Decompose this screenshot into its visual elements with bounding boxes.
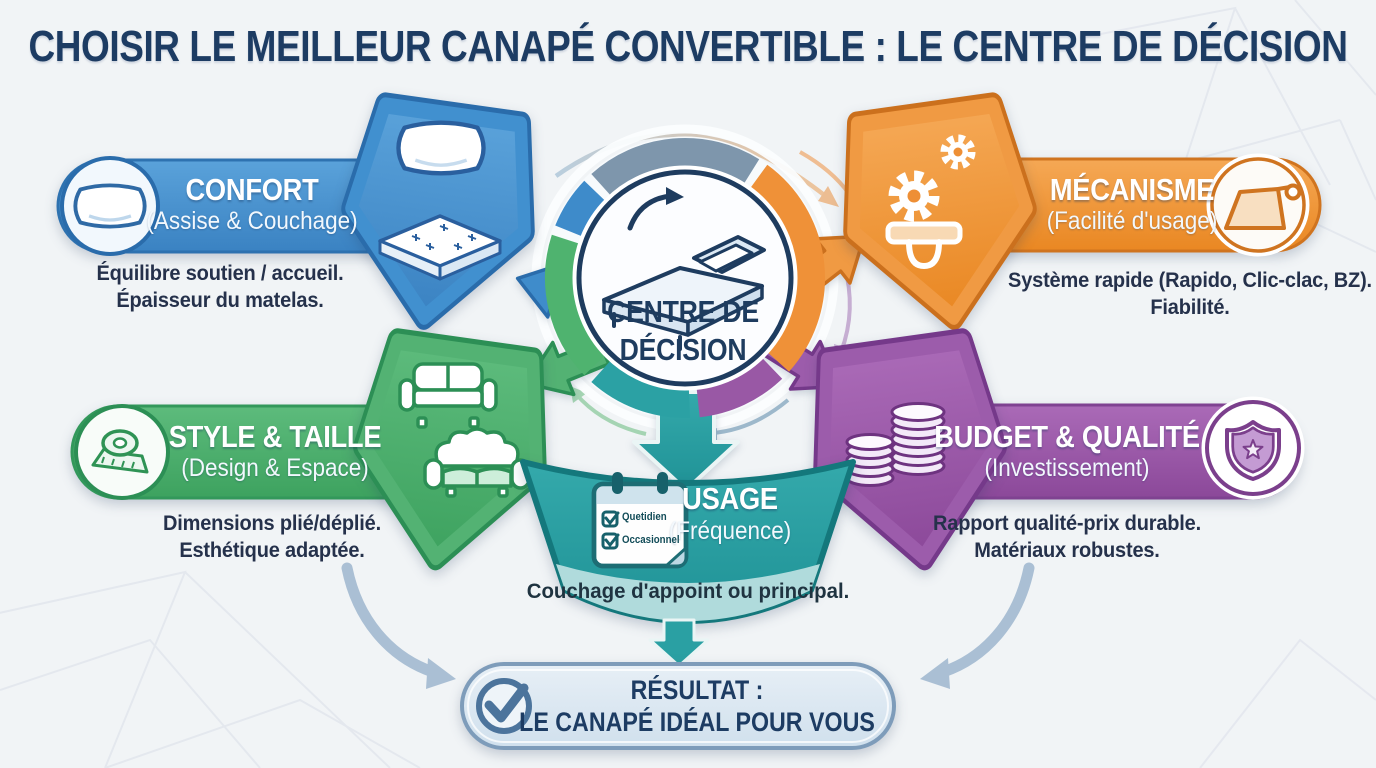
- style-desc-line1: Dimensions plié/déplié.: [163, 511, 381, 535]
- ring-segments: [545, 138, 825, 418]
- mecanisme-desc-line2: Fiabilité.: [1150, 295, 1230, 319]
- ring-segment-green: [545, 234, 610, 376]
- style-title: STYLE & TAILLE: [168, 419, 382, 454]
- budget-subtitle: (Investissement): [984, 454, 1150, 482]
- ring-segment-gray: [591, 138, 760, 200]
- branch-usage: [520, 459, 856, 668]
- budget-desc-line1: Rapport qualité-prix durable.: [933, 511, 1201, 535]
- arc-gray-left-arrow: [711, 398, 790, 435]
- result-line2: LE CANAPÉ IDÉAL POUR VOUS: [519, 707, 875, 737]
- page-title: CHOISIR LE MEILLEUR CANAPÉ CONVERTIBLE :…: [28, 22, 1348, 71]
- calendar-icon: [591, 472, 689, 569]
- usage-subtitle: (Fréquence): [668, 517, 792, 545]
- mecanisme-subtitle: (Facilité d'usage): [1046, 207, 1218, 235]
- folding-mattress-icon: [1224, 183, 1302, 230]
- usage-title: USAGE: [682, 481, 778, 516]
- confort-desc-line2: Épaisseur du matelas.: [116, 288, 324, 312]
- gears-icon: [888, 134, 976, 222]
- loveseat-icon: [423, 427, 531, 498]
- center-label-line2: DÉCISION: [619, 332, 747, 367]
- shield-star-icon: [1225, 420, 1281, 481]
- ring-segment-orange: [746, 164, 825, 372]
- mecanisme-title: MÉCANISME: [1049, 172, 1215, 207]
- swoosh-arrows: [341, 562, 1035, 689]
- measuring-tape-icon: [91, 429, 149, 474]
- mecanisme-desc-line1: Système rapide (Rapido, Clic-clac, BZ).: [1008, 268, 1372, 292]
- budget-title: BUDGET & QUALITÉ: [934, 419, 1200, 454]
- style-subtitle: (Design & Espace): [181, 454, 369, 482]
- badge-pentagon-mecanisme: [839, 103, 1040, 329]
- style-desc-line2: Esthétique adaptée.: [179, 538, 365, 562]
- usage-banner-band: [556, 564, 820, 621]
- center-label-line1: CENTRE DE: [607, 294, 759, 329]
- ring-segment-teal: [591, 356, 690, 418]
- calendar-item-1: Quetidien: [622, 511, 667, 523]
- budget-desc-line2: Matériaux robustes.: [974, 538, 1160, 562]
- pillow-icon-large: [396, 120, 486, 176]
- sofa-icon: [398, 362, 498, 429]
- sofa-bed-icon: [602, 187, 766, 351]
- confort-desc-line1: Équilibre soutien / accueil.: [96, 261, 344, 285]
- drawer-handle-icon: [885, 221, 963, 270]
- pillow-icon: [73, 183, 147, 229]
- calendar-item-2: Occasionnel: [622, 534, 680, 546]
- usage-banner-text: Couchage d'appoint ou principal.: [526, 579, 850, 603]
- check-circle-icon: [476, 678, 532, 734]
- mattress-icon: [378, 214, 502, 281]
- swoosh-right: [937, 562, 1035, 678]
- ring-segment-blue: [555, 180, 610, 239]
- confort-subtitle: (Assise & Couchage): [146, 207, 358, 235]
- result-line1: RÉSULTAT :: [630, 675, 764, 705]
- coins-icon: [845, 402, 946, 487]
- arrow-usage-to-result: [648, 618, 710, 668]
- swoosh-left: [341, 562, 439, 678]
- arc-green-up-arrow: [574, 392, 647, 436]
- result-box: [460, 662, 896, 750]
- rotate-arrow-icon: [666, 187, 684, 205]
- confort-title: CONFORT: [185, 172, 319, 207]
- ring-segment-purple: [695, 353, 783, 418]
